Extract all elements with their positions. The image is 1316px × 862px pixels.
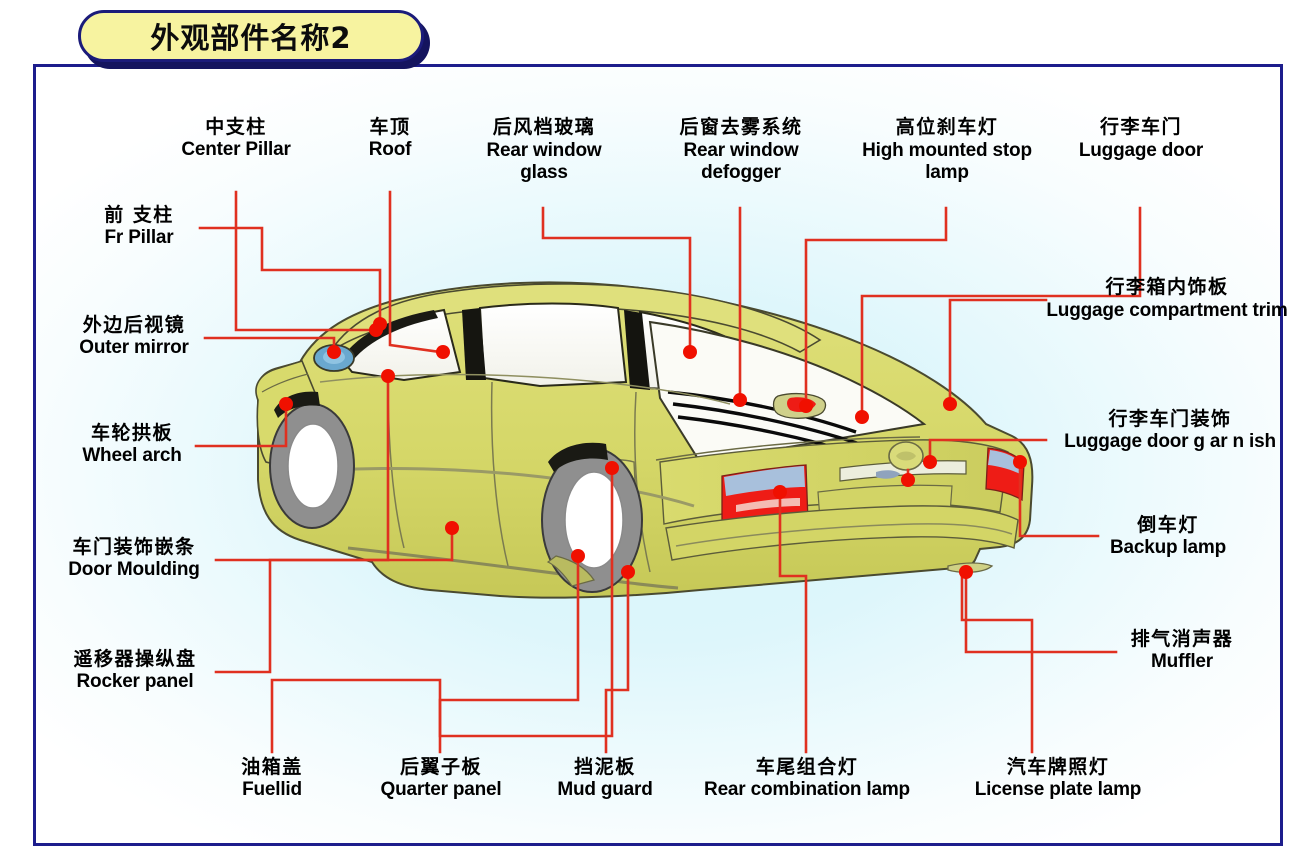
rear-door-window-glass: [478, 302, 628, 388]
label-fuel-lid-cn: 油箱盖: [241, 756, 303, 778]
rear-combination-lamp-left-clear: [724, 466, 805, 496]
label-fuel-lid: 油箱盖 Fuellid: [204, 756, 340, 800]
label-mud-guard-en: Mud guard: [557, 779, 653, 800]
label-luggage-door-garnish: 行李车门装饰 Luggage door g ar n ish: [1044, 408, 1296, 452]
label-quarter-panel-en: Quarter panel: [380, 779, 502, 800]
label-backup-lamp-cn: 倒车灯: [1137, 514, 1199, 536]
label-high-mounted-stop-lamp-cn: 高位刹车灯: [895, 116, 999, 138]
label-luggage-door-garnish-cn: 行李车门装饰: [1108, 408, 1232, 430]
label-roof: 车顶 Roof: [330, 116, 450, 160]
label-outer-mirror-cn: 外边后视镜: [82, 314, 186, 336]
label-license-plate-lamp: 汽车牌照灯 License plate lamp: [952, 756, 1164, 800]
label-outer-mirror-en: Outer mirror: [79, 337, 189, 358]
label-license-plate-lamp-cn: 汽车牌照灯: [1006, 756, 1110, 778]
label-fuel-lid-en: Fuellid: [242, 779, 302, 800]
label-rear-window-defogger: 后窗去雾系统 Rear window defogger: [660, 118, 822, 183]
label-backup-lamp: 倒车灯 Backup lamp: [1092, 514, 1244, 558]
rear-wheel-arch-shadow: [548, 442, 608, 472]
luggage-door-shutline: [655, 436, 921, 461]
label-rear-window-defogger-en: Rear window defogger: [683, 140, 799, 183]
label-rocker-panel-cn: 遥移器操纵盘: [73, 648, 197, 670]
label-rear-combination-lamp-en: Rear combination lamp: [704, 779, 910, 800]
label-roof-en: Roof: [368, 139, 412, 160]
label-backup-lamp-en: Backup lamp: [1109, 537, 1227, 558]
title-banner: 外观部件名称2: [78, 10, 424, 62]
label-luggage-door-cn: 行李车门: [1099, 116, 1182, 138]
label-door-moulding: 车门装饰嵌条 Door Moulding: [46, 536, 222, 580]
label-rear-window-glass-en: Rear window glass: [486, 140, 602, 183]
label-muffler-cn: 排气消声器: [1130, 628, 1234, 650]
label-luggage-door-garnish-en: Luggage door g ar n ish: [1064, 431, 1276, 452]
emblem-inner: [896, 451, 916, 461]
label-muffler-en: Muffler: [1151, 651, 1213, 672]
label-fr-pillar-cn: 前 支柱: [104, 204, 174, 226]
label-luggage-compartment-trim-en: Luggage compartment trim: [1046, 300, 1288, 321]
muffler-tip: [947, 562, 994, 573]
label-fr-pillar: 前 支柱 Fr Pillar: [74, 204, 204, 248]
label-wheel-arch: 车轮拱板 Wheel arch: [64, 422, 200, 466]
label-high-mounted-stop-lamp: 高位刹车灯 High mounted stop lamp: [848, 118, 1046, 183]
label-high-mounted-stop-lamp-en: High mounted stop lamp: [862, 140, 1032, 183]
label-rocker-panel: 遥移器操纵盘 Rocker panel: [50, 648, 220, 692]
center-pillar-trim: [462, 308, 486, 380]
label-quarter-panel: 后翼子板 Quarter panel: [362, 756, 520, 800]
label-rear-combination-lamp-cn: 车尾组合灯: [755, 756, 859, 778]
label-door-moulding-cn: 车门装饰嵌条: [72, 536, 196, 558]
label-center-pillar-cn: 中支柱: [205, 116, 267, 138]
label-rear-window-glass: 后风档玻璃 Rear window glass: [466, 118, 622, 183]
label-wheel-arch-cn: 车轮拱板: [90, 422, 173, 444]
label-door-moulding-en: Door Moulding: [68, 559, 200, 580]
label-license-plate-lamp-en: License plate lamp: [974, 779, 1142, 800]
car-body-group: [255, 281, 1034, 599]
label-mud-guard-cn: 挡泥板: [574, 756, 636, 778]
label-center-pillar-en: Center Pillar: [181, 139, 291, 160]
label-roof-cn: 车顶: [369, 116, 411, 138]
label-outer-mirror: 外边后视镜 Outer mirror: [58, 314, 210, 358]
label-rear-combination-lamp: 车尾组合灯 Rear combination lamp: [688, 756, 926, 800]
label-luggage-compartment-trim: 行李箱内饰板 Luggage compartment trim: [1044, 278, 1290, 322]
outer-mirror-glass: [323, 350, 345, 364]
label-center-pillar: 中支柱 Center Pillar: [164, 116, 308, 160]
label-quarter-panel-cn: 后翼子板: [399, 756, 482, 778]
label-mud-guard: 挡泥板 Mud guard: [532, 756, 678, 800]
label-luggage-door: 行李车门 Luggage door: [1078, 118, 1204, 162]
label-rear-window-defogger-cn: 后窗去雾系统: [679, 116, 803, 138]
label-luggage-compartment-trim-cn: 行李箱内饰板: [1105, 276, 1229, 298]
label-rocker-panel-en: Rocker panel: [76, 671, 194, 692]
license-plate-lamp-part: [876, 470, 900, 479]
label-rear-window-glass-cn: 后风档玻璃: [492, 116, 596, 138]
rear-bumper-molding-line: [675, 523, 1013, 547]
label-fr-pillar-en: Fr Pillar: [104, 227, 174, 248]
label-muffler: 排气消声器 Muffler: [1108, 628, 1256, 672]
page-title: 外观部件名称2: [150, 21, 352, 55]
label-luggage-door-en: Luggage door: [1078, 140, 1204, 161]
label-wheel-arch-en: Wheel arch: [82, 445, 182, 466]
